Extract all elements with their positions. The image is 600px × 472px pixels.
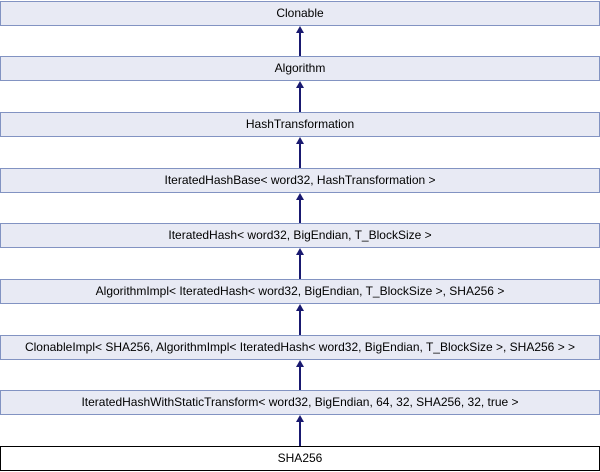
arrow-head-icon (296, 26, 304, 33)
inheritance-arrow (294, 26, 306, 56)
class-box-algorithmimpl[interactable]: AlgorithmImpl< IteratedHash< word32, Big… (0, 279, 600, 304)
inheritance-arrow (294, 81, 306, 112)
arrow-line (299, 253, 301, 279)
arrow-line (299, 420, 301, 446)
inheritance-arrow (294, 360, 306, 390)
arrow-head-icon (296, 137, 304, 144)
arrow-line (299, 142, 301, 168)
inheritance-arrow (294, 248, 306, 279)
arrow-line (299, 31, 301, 56)
class-box-iteratedhashbase[interactable]: IteratedHashBase< word32, HashTransforma… (0, 168, 600, 193)
arrow-head-icon (296, 248, 304, 255)
arrow-line (299, 86, 301, 112)
inheritance-arrow (294, 193, 306, 223)
inheritance-arrow (294, 304, 306, 335)
class-box-clonableimpl[interactable]: ClonableImpl< SHA256, AlgorithmImpl< Ite… (0, 335, 600, 360)
class-box-hashtransformation[interactable]: HashTransformation (0, 112, 600, 137)
arrow-head-icon (296, 415, 304, 422)
arrow-head-icon (296, 81, 304, 88)
class-box-iteratedhash[interactable]: IteratedHash< word32, BigEndian, T_Block… (0, 223, 600, 248)
arrow-head-icon (296, 360, 304, 367)
class-box-sha256: SHA256 (0, 446, 600, 471)
arrow-head-icon (296, 193, 304, 200)
inheritance-arrow (294, 415, 306, 446)
class-box-clonable[interactable]: Clonable (0, 1, 600, 26)
arrow-line (299, 309, 301, 335)
arrow-line (299, 365, 301, 390)
arrow-line (299, 198, 301, 223)
class-box-iteratedhashwithstatictransform[interactable]: IteratedHashWithStaticTransform< word32,… (0, 390, 600, 415)
arrow-head-icon (296, 304, 304, 311)
inheritance-arrow (294, 137, 306, 168)
class-box-algorithm[interactable]: Algorithm (0, 56, 600, 81)
